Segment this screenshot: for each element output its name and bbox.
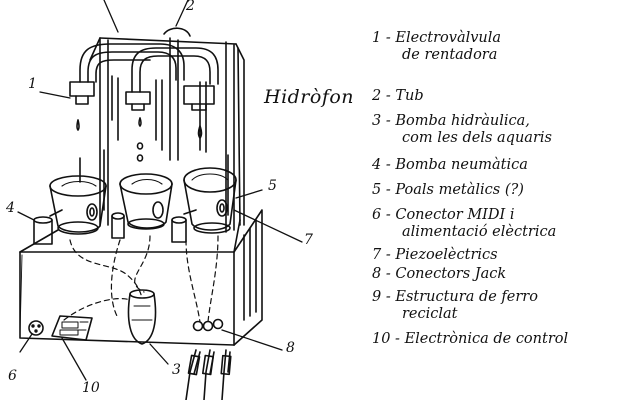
legend-number: 3 <box>372 113 382 129</box>
callout-10: 10 <box>82 380 100 396</box>
callout-3: 3 <box>172 362 181 378</box>
callout-7: 7 <box>304 232 313 248</box>
legend-item-2: 2 - Tub <box>372 88 424 104</box>
legend-number: 8 <box>372 266 382 282</box>
legend-text-line2: de rentadora <box>402 47 498 63</box>
legend-text: Estructura de ferro <box>395 289 538 305</box>
callout-1: 1 <box>28 76 37 92</box>
iron-frame <box>89 37 245 233</box>
legend-number: 6 <box>372 207 382 223</box>
callout-8: 8 <box>286 340 295 356</box>
leader-lines <box>17 0 303 381</box>
legend-text: Poals metàlics (?) <box>395 182 524 198</box>
legend-number: 1 <box>372 30 382 46</box>
legend-text: Piezoelèctrics <box>395 247 498 263</box>
legend-item-7: 7 - Piezoelèctrics <box>372 247 498 263</box>
hydraulic-pump <box>127 289 157 345</box>
legend-item-5: 5 - Poals metàlics (?) <box>372 182 524 198</box>
legend-number: 9 <box>372 289 382 305</box>
legend-text-line2: alimentació elèctrica <box>402 224 557 240</box>
legend-text: Tub <box>395 88 424 104</box>
legend-item-6: 6 - Conector MIDI i alimentació elèctric… <box>372 207 624 241</box>
legend-item-4: 4 - Bomba neumàtica <box>372 157 528 173</box>
legend-item-10: 10 - Electrònica de control <box>372 331 569 347</box>
legend-text: Electrovàlvula <box>395 30 502 46</box>
legend-text: Bomba hidràulica, <box>395 113 530 129</box>
legend-number: 10 <box>372 331 391 347</box>
legend-text-line2: com les dels aquaris <box>402 130 552 146</box>
jack-connectors <box>185 318 232 400</box>
legend-text: Conector MIDI i <box>395 207 515 223</box>
internal-wires <box>63 235 219 323</box>
legend-number: 7 <box>372 247 382 263</box>
legend-item-1: 1 - Electrovàlvula de rentadora <box>372 30 624 64</box>
control-box <box>19 209 263 346</box>
legend-number: 5 <box>372 182 382 198</box>
callout-6: 6 <box>8 368 17 384</box>
legend-text: Bomba neumàtica <box>395 157 528 173</box>
legend-text-line2: reciclat <box>402 306 458 322</box>
legend: 1 - Electrovàlvula de rentadora 2 - Tub … <box>372 30 624 348</box>
diagram-title: Hidròfon <box>264 86 355 108</box>
callout-4: 4 <box>6 200 15 216</box>
legend-text: Electrònica de control <box>404 331 569 347</box>
water-drops <box>76 117 203 162</box>
metal-buckets <box>49 157 237 235</box>
tube-bundle <box>79 27 219 93</box>
callout-2: 2 <box>186 0 195 14</box>
legend-text: Conectors Jack <box>395 266 507 282</box>
control-electronics <box>51 315 93 341</box>
legend-number: 2 <box>372 88 382 104</box>
callout-5: 5 <box>268 178 277 194</box>
electrovalves <box>69 81 215 111</box>
midi-connector <box>28 320 44 336</box>
legend-item-3: 3 - Bomba hidràulica, com les dels aquar… <box>372 113 624 147</box>
legend-item-9: 9 - Estructura de ferro reciclat <box>372 289 624 323</box>
legend-number: 4 <box>372 157 382 173</box>
legend-item-8: 8 - Conectors Jack <box>372 266 507 282</box>
piezo-sensors <box>86 199 228 221</box>
